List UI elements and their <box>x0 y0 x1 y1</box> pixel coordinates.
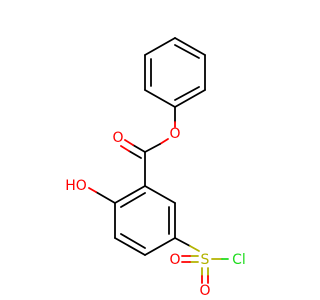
ring-aromatic-bond <box>120 233 146 249</box>
ring-bond <box>144 185 176 204</box>
phenyl-bond <box>144 89 176 108</box>
phenyl-aromatic-bond <box>174 44 200 59</box>
phenyl-aromatic-bond <box>174 86 200 101</box>
hydroxyl-bond-red <box>88 187 97 193</box>
ring-bond <box>144 237 176 256</box>
molecule-structure: O O HO S O O Cl <box>65 37 246 299</box>
chlorine-label: Cl <box>232 252 246 268</box>
phenyl-bond <box>174 37 206 56</box>
carbonyl-o-label: O <box>112 130 123 146</box>
salicyl-ring <box>114 185 176 256</box>
molecule-canvas: O O HO S O O Cl <box>65 37 246 299</box>
ring-aromatic-bond <box>120 192 146 208</box>
sulfonyl-o-left-label: O <box>169 252 180 268</box>
ring-bond <box>114 237 146 256</box>
ester-o-bond <box>159 138 169 145</box>
phenyl-ring <box>144 37 206 108</box>
hydroxyl-bond <box>95 191 116 204</box>
ester-o-label: O <box>169 126 180 142</box>
ring-s-bond-yellow <box>189 245 200 252</box>
phenyl-bond <box>144 37 176 56</box>
carbonyl-bond-a <box>132 144 146 153</box>
hydroxyl-label: HO <box>65 178 87 194</box>
ring-s-bond <box>174 237 191 247</box>
phenyl-bond <box>174 89 206 108</box>
ring-bond <box>114 185 146 204</box>
sulfonyl-o-bottom-label: O <box>199 283 210 299</box>
ester-c-bond <box>144 143 161 153</box>
sulfur-label: S <box>201 252 210 268</box>
carbonyl-bond-b <box>128 150 142 159</box>
carbonyl-bond-a-red <box>124 139 134 146</box>
carbonyl-bond-b-red <box>120 145 130 152</box>
